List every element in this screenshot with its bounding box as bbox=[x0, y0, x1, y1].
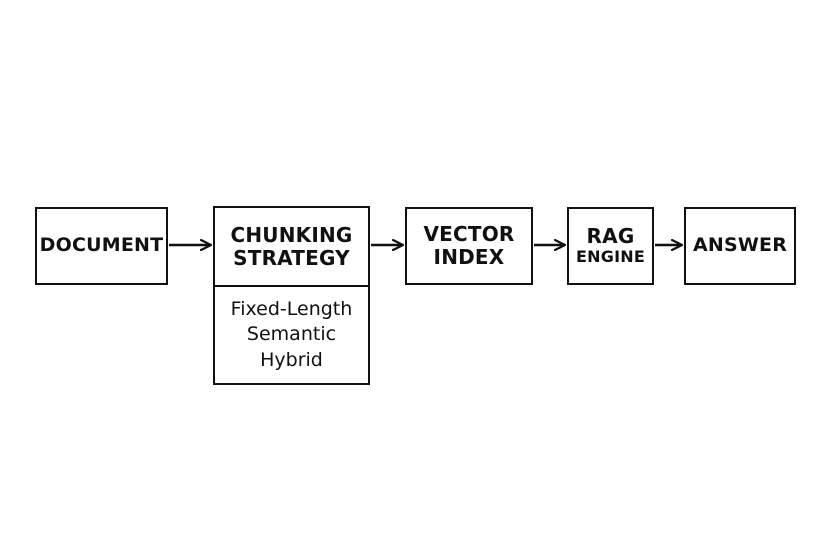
node-chunking-label: CHUNKING STRATEGY bbox=[230, 222, 353, 270]
node-answer-label: ANSWER bbox=[692, 234, 788, 257]
node-chunking-line-2: STRATEGY bbox=[233, 245, 350, 270]
node-vector-label: VECTOR INDEX bbox=[423, 223, 514, 269]
node-document-label: DOCUMENT bbox=[39, 234, 164, 257]
node-document-line: DOCUMENT bbox=[39, 234, 164, 257]
chunking-option-hybrid: Hybrid bbox=[260, 348, 323, 371]
node-rag-line-2: ENGINE bbox=[576, 247, 645, 267]
chunking-option-fixed-length: Fixed-Length bbox=[230, 297, 353, 320]
node-vector-index: VECTOR INDEX bbox=[405, 207, 533, 285]
chunking-options-list: Fixed-Length Semantic Hybrid bbox=[231, 287, 353, 383]
node-rag-engine: RAG ENGINE bbox=[567, 207, 654, 285]
node-rag-line-1: RAG bbox=[586, 224, 635, 249]
node-vector-line-1: VECTOR bbox=[423, 222, 515, 246]
node-chunking-strategy: CHUNKING STRATEGY Fixed-Length Semantic … bbox=[213, 206, 370, 385]
chunking-option-semantic: Semantic bbox=[246, 323, 337, 346]
node-rag-label: RAG ENGINE bbox=[576, 225, 645, 266]
node-answer: ANSWER bbox=[684, 207, 796, 285]
node-answer-line: ANSWER bbox=[692, 234, 788, 257]
node-vector-line-2: INDEX bbox=[433, 245, 505, 269]
node-document: DOCUMENT bbox=[35, 207, 168, 285]
node-chunking-header: CHUNKING STRATEGY bbox=[215, 208, 368, 287]
node-chunking-line-1: CHUNKING bbox=[230, 222, 353, 247]
